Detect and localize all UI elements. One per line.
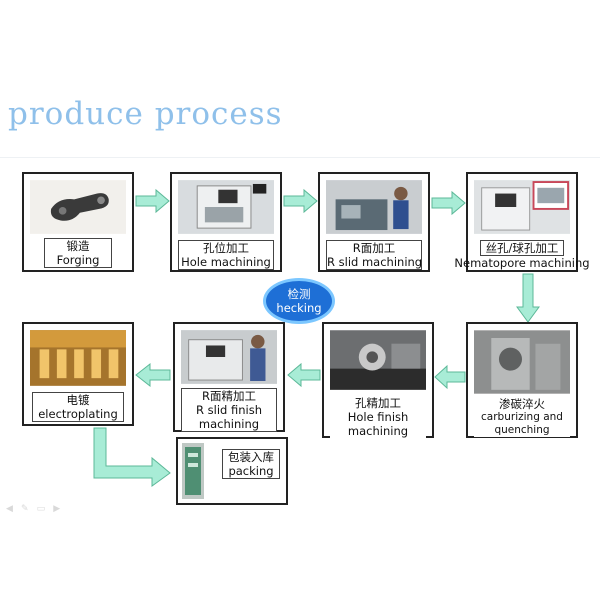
checking-badge: 检测 hecking [263,278,335,324]
carburizing-en1: carburizing and [481,411,563,423]
r-slid-photo [326,179,422,235]
hole-finish-en2: machining [347,424,409,438]
forging-zh: 锻造 [66,239,90,253]
hole-machining-zh: 孔位加工 [203,241,249,255]
slide-controls: ◀ ✎ ▭ ▶ [6,496,63,515]
step-r-slid-machining: R面加工 R slid machining [318,172,430,272]
step-r-slid-finish-machining: R面精加工 R slid finish machining [173,322,285,432]
r-slid-zh: R面加工 [352,241,396,255]
carburizing-photo [474,329,570,395]
step-forging: 锻造 Forging [22,172,134,272]
r-slid-en: R slid machining [327,255,423,269]
step-electroplating: 电镀 electroplating [22,322,134,426]
packing-zh: 包装入库 [228,450,274,464]
arrow-hole-to-rslid [283,188,318,214]
hole-machining-photo [178,179,274,235]
r-finish-label: R面精加工 R slid finish machining [181,388,277,432]
hole-finish-en1: Hole finish [347,410,409,424]
electroplating-zh: 电镀 [66,393,90,407]
r-finish-photo [181,329,277,385]
carburizing-label: 渗碳淬火 carburizing and quenching [474,398,570,437]
step-hole-finish-machining: 孔精加工 Hole finish machining [322,322,434,438]
page-title: produce process [8,96,283,132]
checking-en: hecking [276,301,322,315]
arrow-carburizing-to-holefinish [434,364,466,390]
step-hole-machining: 孔位加工 Hole machining [170,172,282,272]
next-icon[interactable]: ▶ [53,504,61,514]
arrow-rslid-to-nematopore [431,190,466,216]
electroplating-label: 电镀 electroplating [32,392,124,422]
arrow-rfinish-to-electroplating [135,362,171,388]
pen-icon[interactable]: ✎ [21,504,29,514]
arrow-nematopore-down [516,273,540,323]
step-nematopore-machining: 丝孔/球孔加工 Nematopore machining [454,172,590,272]
nematopore-zh: 丝孔/球孔加工 [480,240,564,256]
hole-finish-zh: 孔精加工 [355,396,401,410]
forging-photo [30,179,126,235]
carburizing-zh: 渗碳淬火 [499,397,545,411]
hole-machining-label: 孔位加工 Hole machining [178,240,274,270]
r-finish-zh: R面精加工 [202,389,256,403]
step-packing: 包装入库 packing [176,437,288,505]
electroplating-en: electroplating [38,407,118,421]
hole-finish-photo [330,329,426,391]
forging-label: 锻造 Forging [44,238,112,268]
arrow-electroplating-to-packing [90,427,172,487]
step-carburizing-quenching: 渗碳淬火 carburizing and quenching [466,322,578,438]
nematopore-label: 丝孔/球孔加工 Nematopore machining [454,240,590,270]
nematopore-photo [474,179,570,235]
r-finish-en2: machining [198,417,260,431]
arrow-forging-to-hole [135,188,170,214]
hole-machining-en: Hole machining [181,255,271,269]
packing-photo [182,443,204,499]
hole-finish-label: 孔精加工 Hole finish machining [330,396,426,438]
r-slid-label: R面加工 R slid machining [326,240,422,270]
checking-zh: 检测 [287,287,311,301]
arrow-holefinish-to-rfinish [287,362,321,388]
electroplating-photo [30,329,126,387]
r-finish-en1: R slid finish [196,403,262,417]
carburizing-en2: quenching [494,424,550,436]
packing-label: 包装入库 packing [222,449,280,479]
prev-icon[interactable]: ◀ [6,504,13,514]
packing-en: packing [228,464,274,478]
forging-en: Forging [56,253,100,267]
nematopore-en: Nematopore machining [454,256,590,270]
slides-icon[interactable]: ▭ [36,504,46,514]
